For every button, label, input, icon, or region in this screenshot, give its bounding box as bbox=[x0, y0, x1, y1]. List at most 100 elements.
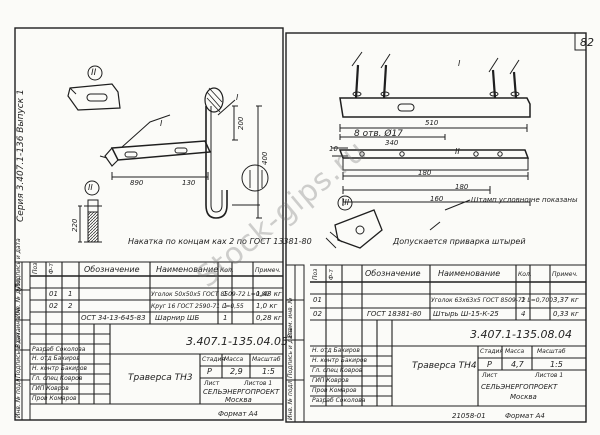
right-signer-1: Н. отд Бакиров bbox=[312, 347, 360, 354]
left-side-strip bbox=[15, 261, 31, 420]
right-sheet-label: Лист bbox=[482, 372, 498, 379]
left-scale-head: Масштаб bbox=[252, 356, 281, 363]
left-org-name: СЕЛЬЭНЕРГОПРОЕКТ bbox=[203, 388, 280, 396]
dim-890: 890 bbox=[130, 179, 144, 187]
right-scale-value: 1:5 bbox=[550, 360, 563, 369]
left-row2-format: 2 bbox=[68, 302, 73, 310]
page-number-box bbox=[574, 33, 586, 51]
left-spec-head-name: Наименование bbox=[156, 265, 219, 274]
right-spec-head-note: Примеч. bbox=[552, 271, 578, 278]
right-signer-6: Разраб Соколова bbox=[312, 397, 366, 404]
dim-holes: 8 отв. Ø17 bbox=[354, 129, 403, 139]
left-signer-2: Н. контр Бакиров bbox=[32, 365, 88, 372]
right-stage-head: Стадия bbox=[480, 348, 504, 355]
left-sheets-label: Листов 1 bbox=[244, 380, 273, 387]
page-number: 82 bbox=[580, 36, 594, 49]
right-row1-pos: 01 bbox=[313, 296, 322, 304]
right-row2-designation: ГОСТ 18381-80 bbox=[367, 310, 422, 318]
dim-10: 10 bbox=[329, 145, 338, 153]
right-format-label: Формат А4 bbox=[505, 412, 545, 420]
right-spec-head-qty: Кол. bbox=[518, 271, 532, 278]
right-org-name: СЕЛЬЭНЕРГОПРОЕКТ bbox=[481, 383, 558, 391]
left-sheet-label: Лист bbox=[204, 380, 220, 387]
callout-iii: III bbox=[342, 198, 350, 207]
left-mass-value: 2,9 bbox=[230, 367, 243, 376]
right-mass-value: 4,7 bbox=[511, 360, 524, 369]
dim-220: 220 bbox=[71, 218, 79, 232]
right-spec-head-format: Ф-т bbox=[328, 269, 335, 280]
left-row1-name: Уголок 50х50х5 ГОСТ 8509-72 L=0,89 bbox=[151, 291, 270, 298]
right-row2-name: Штырь Ш-15-К-25 bbox=[433, 310, 499, 318]
right-signer-5: Пров Комаров bbox=[312, 387, 357, 394]
right-spec-head-pos: Поз bbox=[312, 268, 319, 280]
left-stage-head: Стадия bbox=[202, 356, 226, 363]
right-sheet-frame bbox=[285, 32, 587, 423]
right-title: Траверса ТН4 bbox=[412, 361, 477, 371]
left-row3-qty: 1 bbox=[223, 314, 228, 322]
dim-180-b: 180 bbox=[455, 183, 469, 191]
left-row2-pos: 02 bbox=[49, 302, 58, 310]
left-signer-3: Гл. спец Ковров bbox=[32, 375, 83, 382]
right-row1-name: Уголок 63х63х5 ГОСТ 8509-72 L=0,700 bbox=[431, 297, 553, 304]
right-title-block-grid bbox=[310, 319, 586, 407]
left-row1-format: 1 bbox=[68, 290, 73, 298]
left-format-label: Формат А4 bbox=[218, 410, 258, 418]
left-stage-value: Р bbox=[207, 367, 212, 376]
right-row1-qty: 1 bbox=[521, 296, 526, 304]
left-title-block-grid bbox=[30, 323, 283, 405]
dim-130: 130 bbox=[182, 179, 196, 187]
right-spec-head-designation: Обозначение bbox=[365, 269, 421, 278]
left-row1-qty: 1 bbox=[223, 290, 228, 298]
right-doc-code: 3.407.1-135.08.04 bbox=[470, 328, 572, 341]
left-row1-pos: 01 bbox=[49, 290, 58, 298]
right-side-label-1: Инв. № подл. bbox=[287, 378, 294, 420]
left-row3-designation: ОСТ 34-13-645-83 bbox=[81, 314, 146, 322]
left-title: Траверса ТН3 bbox=[128, 373, 193, 383]
callout-ii-right-sheet: II bbox=[455, 147, 460, 156]
dim-160: 160 bbox=[430, 195, 444, 203]
left-row3-name: Шарнир ШБ bbox=[155, 314, 200, 322]
stamp-note: Штамп условно не показаны bbox=[471, 196, 578, 204]
right-side-label-3: Взам. инв. № bbox=[287, 297, 294, 338]
left-spec-head-designation: Обозначение bbox=[84, 265, 140, 274]
left-knurl-note: Накатка по концам ках 2 по ГОСТ 13381-80 bbox=[128, 237, 312, 246]
left-spec-head-note: Примеч. bbox=[255, 267, 281, 274]
left-side-label-1: Инв. № подл. bbox=[15, 376, 22, 418]
dim-180-a: 180 bbox=[418, 169, 432, 177]
dim-400: 400 bbox=[261, 151, 269, 165]
left-spec-head-qty: Кол. bbox=[220, 267, 234, 274]
left-row1-note: 1,43 кг bbox=[256, 290, 282, 298]
right-part-drawing bbox=[325, 51, 531, 249]
callout-ii-top: II bbox=[91, 68, 97, 78]
left-signer-6: Разраб Соколова bbox=[32, 346, 86, 353]
right-mass-head: Масса bbox=[505, 348, 525, 355]
right-signer-2: Н. контр Бакиров bbox=[312, 357, 368, 364]
right-scale-head: Масштаб bbox=[537, 348, 566, 355]
left-side-label-5: Подпись и дата bbox=[15, 238, 22, 288]
callout-i-left: I bbox=[160, 119, 163, 128]
right-row1-note: 3,37 кг bbox=[553, 296, 579, 304]
left-signer-5: Пров Комаров bbox=[32, 395, 77, 402]
left-spec-head-pos: Поз bbox=[32, 262, 39, 274]
left-row3-note: 0,28 кг bbox=[256, 314, 282, 322]
left-row2-name: Круг 16 ГОСТ 2590-71 L=0,55 bbox=[151, 303, 244, 310]
left-row2-qty: 1 bbox=[223, 302, 228, 310]
left-row2-note: 1,0 кг bbox=[256, 302, 278, 310]
right-row2-pos: 02 bbox=[313, 310, 322, 318]
left-sheet-frame bbox=[14, 27, 284, 421]
left-signer-1: Н. отд Бакиров bbox=[32, 355, 80, 362]
right-sheets-label: Листов 1 bbox=[535, 372, 564, 379]
callout-i-right-sheet: I bbox=[458, 59, 461, 68]
dim-340: 340 bbox=[385, 139, 399, 147]
dim-510: 510 bbox=[425, 119, 439, 127]
dim-200: 200 bbox=[237, 116, 245, 130]
callout-ii-section: II bbox=[88, 183, 93, 192]
left-doc-code: 3.407.1-135.04.05 bbox=[186, 335, 288, 348]
right-row2-qty: 4 bbox=[521, 310, 526, 318]
right-signer-4: ГИП Ковров bbox=[312, 377, 349, 384]
left-org-city: Москва bbox=[225, 396, 252, 404]
right-stage-value: Р bbox=[487, 360, 492, 369]
right-signer-3: Гл. спец Ковров bbox=[312, 367, 363, 374]
